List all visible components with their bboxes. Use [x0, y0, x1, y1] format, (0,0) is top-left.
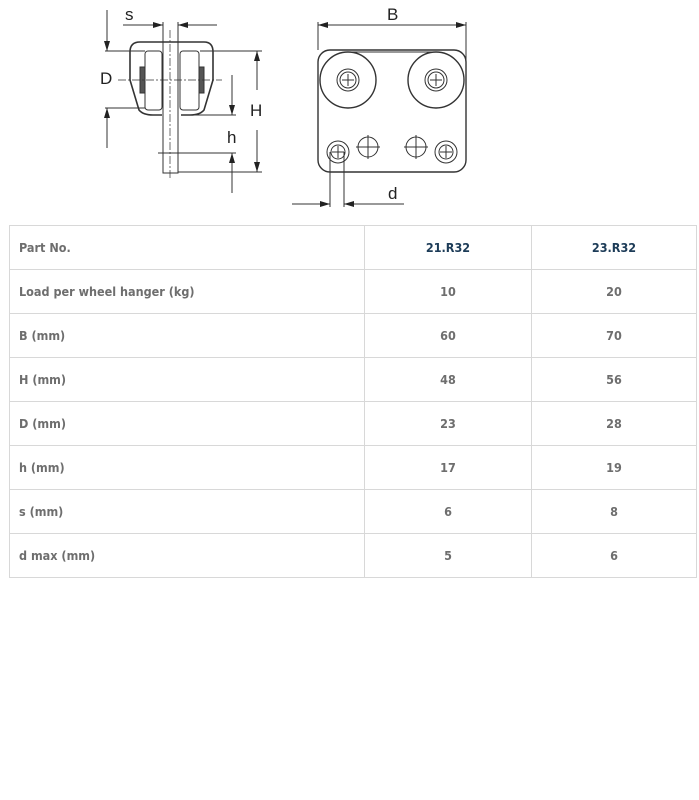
row-label: d max (mm) — [9, 533, 365, 578]
row-label: H (mm) — [9, 357, 365, 402]
table-header-row: Part No. 21.R32 23.R32 — [9, 225, 697, 270]
row-value: 60 — [364, 313, 532, 358]
row-value: 6 — [364, 489, 532, 534]
header-label: Part No. — [9, 225, 365, 270]
dim-label-D: D — [100, 69, 112, 88]
spec-table: Part No. 21.R32 23.R32 Load per wheel ha… — [9, 225, 697, 578]
row-value: 10 — [364, 269, 532, 314]
row-value: 23 — [364, 401, 532, 446]
row-value: 19 — [531, 445, 697, 490]
row-value: 17 — [364, 445, 532, 490]
row-label: s (mm) — [9, 489, 365, 534]
row-value: 20 — [531, 269, 697, 314]
dim-label-h: h — [227, 128, 236, 147]
row-label: D (mm) — [9, 401, 365, 446]
row-value: 48 — [364, 357, 532, 402]
dim-label-s: s — [125, 5, 134, 24]
row-label: B (mm) — [9, 313, 365, 358]
row-value: 56 — [531, 357, 697, 402]
dim-label-B: B — [387, 5, 398, 24]
dim-label-d: d — [388, 184, 397, 203]
header-part-2: 23.R32 — [531, 225, 697, 270]
technical-drawing: s D H h B d — [100, 5, 467, 207]
front-view — [292, 22, 467, 207]
row-label: h (mm) — [9, 445, 365, 490]
header-part-1: 21.R32 — [364, 225, 532, 270]
row-value: 70 — [531, 313, 697, 358]
row-value: 8 — [531, 489, 697, 534]
row-value: 28 — [531, 401, 697, 446]
row-value: 5 — [364, 533, 532, 578]
side-view — [104, 10, 262, 193]
row-label: Load per wheel hanger (kg) — [9, 269, 365, 314]
dim-label-H: H — [250, 101, 262, 120]
row-value: 6 — [531, 533, 697, 578]
